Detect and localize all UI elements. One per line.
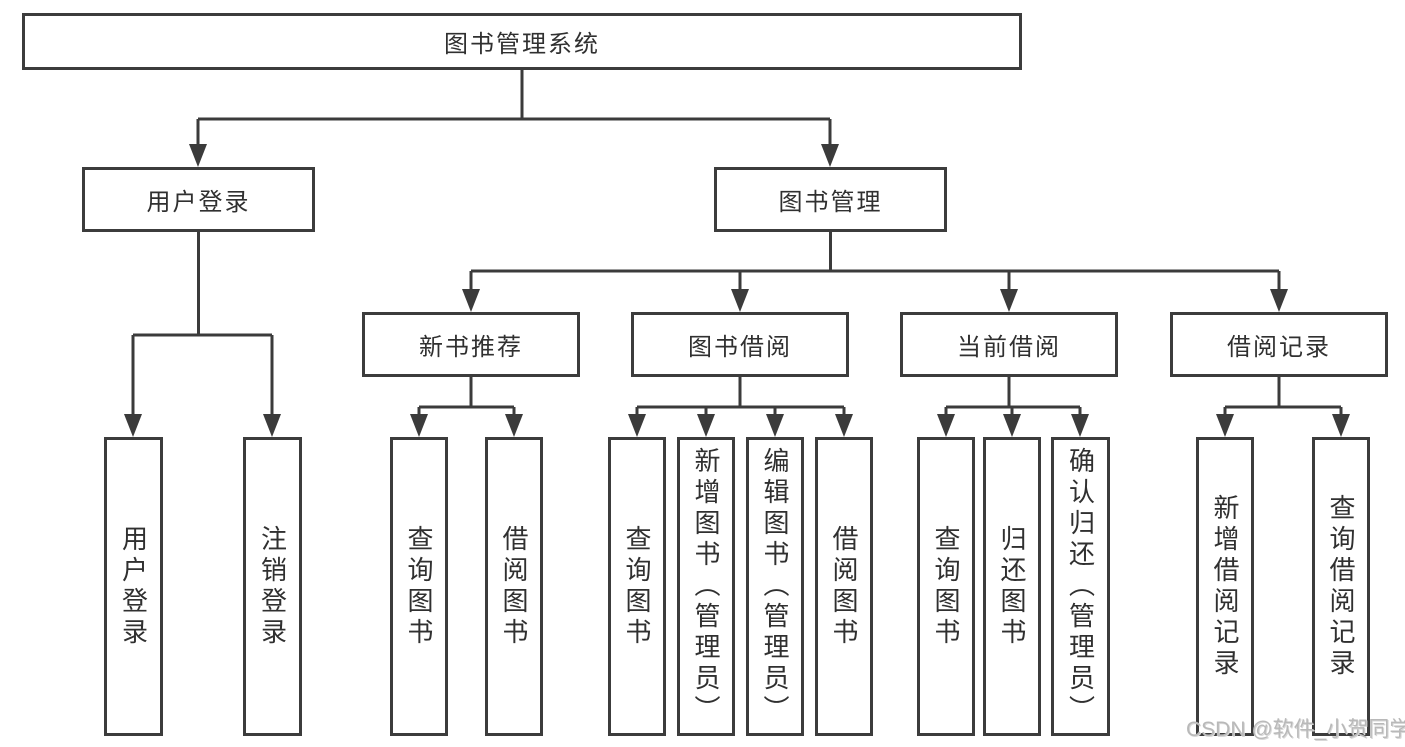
leaf-add-books-admin: 新增图书（管理员） [677, 437, 735, 736]
leaf-edit-books-admin: 编辑图书（管理员） [746, 437, 804, 736]
leaf-confirm-return-admin: 确认归还（管理员） [1051, 437, 1110, 736]
node-borrowing-records-label: 借阅记录 [1227, 334, 1331, 361]
leaf-add-borrow-record: 新增借阅记录 [1196, 437, 1254, 736]
arrowheads [124, 144, 1350, 437]
leaf-borrow-books-recommend: 借阅图书 [485, 437, 543, 736]
node-book-borrowing-label: 图书借阅 [688, 334, 792, 361]
leaf-return-books: 归还图书 [983, 437, 1041, 736]
node-borrowing-records: 借阅记录 [1170, 312, 1388, 377]
leaf-query-books-borrowing-label: 查询图书 [622, 524, 652, 649]
leaf-query-books-borrowing: 查询图书 [608, 437, 666, 736]
leaf-user-login-label: 用户登录 [118, 524, 149, 649]
leaf-query-books-recommend: 查询图书 [390, 437, 448, 736]
leaf-borrow-books-label: 借阅图书 [829, 524, 859, 649]
leaf-add-books-admin-label: 新增图书（管理员） [691, 447, 721, 726]
node-user-login: 用户登录 [82, 167, 315, 232]
leaf-add-borrow-record-label: 新增借阅记录 [1210, 493, 1240, 680]
node-user-login-label: 用户登录 [146, 189, 251, 216]
leaf-logout-label: 注销登录 [257, 524, 288, 649]
node-current-borrowing-label: 当前借阅 [957, 334, 1061, 361]
leaf-edit-books-admin-label: 编辑图书（管理员） [760, 447, 790, 726]
leaf-query-borrow-record: 查询借阅记录 [1312, 437, 1370, 736]
node-new-book-recommend: 新书推荐 [362, 312, 580, 377]
node-root-label: 图书管理系统 [444, 31, 600, 58]
node-book-management-label: 图书管理 [778, 189, 883, 216]
node-root: 图书管理系统 [22, 13, 1022, 70]
leaf-return-books-label: 归还图书 [997, 524, 1027, 649]
node-book-borrowing: 图书借阅 [631, 312, 849, 377]
leaf-logout: 注销登录 [243, 437, 302, 736]
leaf-query-books-recommend-label: 查询图书 [404, 524, 434, 649]
node-current-borrowing: 当前借阅 [900, 312, 1118, 377]
leaf-borrow-books: 借阅图书 [815, 437, 873, 736]
leaf-query-borrow-record-label: 查询借阅记录 [1326, 493, 1356, 680]
csdn-watermark: CSDN @软件_小贺同学 [1186, 718, 1405, 741]
leaf-borrow-books-recommend-label: 借阅图书 [499, 524, 529, 649]
leaf-user-login: 用户登录 [104, 437, 163, 736]
leaf-query-books-current: 查询图书 [917, 437, 975, 736]
leaf-query-books-current-label: 查询图书 [931, 524, 961, 649]
node-new-book-recommend-label: 新书推荐 [419, 334, 523, 361]
node-book-management: 图书管理 [714, 167, 947, 232]
leaf-confirm-return-admin-label: 确认归还（管理员） [1065, 447, 1096, 726]
